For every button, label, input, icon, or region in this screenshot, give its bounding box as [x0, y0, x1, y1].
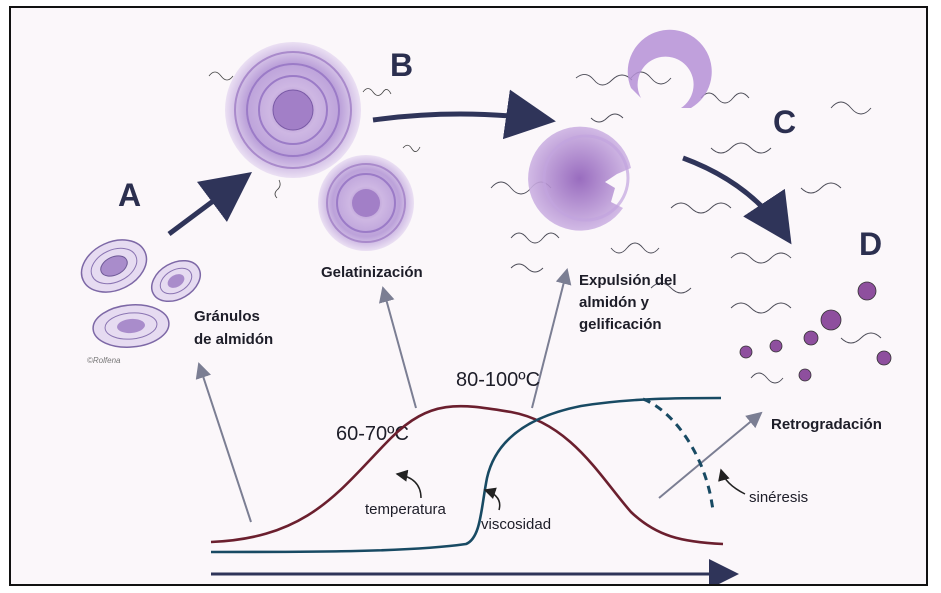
label-granulos-line1: Gránulos [194, 308, 260, 325]
viscosity-curve [211, 398, 721, 552]
label-expulsion-line1: Expulsión del [579, 272, 677, 289]
ruptured-granules-stage-c [528, 30, 712, 231]
granule-fragment [628, 30, 712, 108]
syneresis-curve [643, 399, 713, 510]
stage-letter-d: D [859, 226, 882, 262]
label-expulsion-line3: gelificación [579, 316, 662, 333]
swollen-granule [225, 42, 361, 178]
stage-letter-b: B [390, 47, 413, 83]
diagram-frame: ©Rolfena [9, 6, 928, 586]
curve-label-viscosidad: viscosidad [481, 516, 551, 533]
curve-label-sineresis: sinéresis [749, 489, 808, 506]
arrow-a-to-b [169, 178, 244, 234]
arrow-c-to-d [683, 158, 786, 236]
temperature-curve [211, 406, 723, 544]
granule [73, 230, 155, 302]
retrograded-aggregates [731, 282, 891, 383]
curve-label-temperatura: temperatura [365, 501, 447, 518]
arrow-b-to-c [373, 114, 546, 120]
label-granulos-line2: de almidón [194, 331, 273, 348]
stage-letter-a: A [118, 177, 141, 213]
annotation-pointers [397, 470, 745, 510]
label-expulsion-line2: almidón y [579, 294, 650, 311]
starch-gelatinization-diagram: ©Rolfena [11, 8, 926, 584]
temperature-label-low: 60-70ºC [336, 423, 409, 445]
granule [144, 252, 207, 309]
pointer-arrows [199, 270, 761, 522]
granules-stage-b [209, 42, 420, 251]
label-gelatinizacion: Gelatinización [321, 264, 423, 281]
swollen-granule [318, 155, 414, 251]
granule [91, 302, 170, 350]
credit-text: ©Rolfena [87, 356, 121, 365]
temperature-label-high: 80-100ºC [456, 369, 540, 391]
label-retrogradacion: Retrogradación [771, 416, 882, 433]
stage-letter-c: C [773, 104, 796, 140]
granules-stage-a [73, 230, 207, 350]
